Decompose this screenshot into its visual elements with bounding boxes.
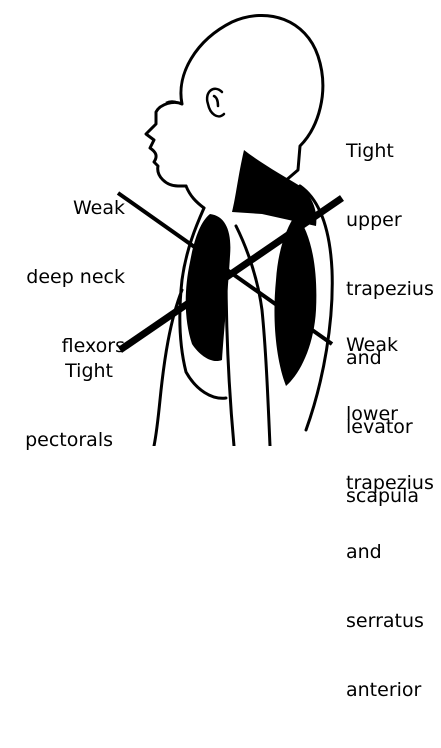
upper-crossed-syndrome-diagram: Weak deep neck flexors Tight upper trape…: [0, 0, 441, 446]
label-line: anterior: [346, 679, 434, 702]
label-line: pectorals: [25, 429, 113, 452]
label-line: lower: [346, 403, 434, 426]
label-line: and: [346, 541, 434, 564]
label-tight-pectorals: Tight pectorals: [25, 314, 113, 498]
label-line: trapezius: [346, 472, 434, 495]
neck-front: [186, 186, 204, 208]
ear: [207, 89, 224, 117]
label-line: deep neck: [26, 266, 125, 289]
label-line: upper: [346, 209, 434, 232]
label-line: Tight: [25, 360, 113, 383]
label-line: Weak: [346, 334, 434, 357]
label-line: serratus: [346, 610, 434, 633]
label-weak-lower-trapezius: Weak lower trapezius and serratus anteri…: [346, 288, 434, 748]
label-line: Weak: [26, 197, 125, 220]
label-line: Tight: [346, 140, 434, 163]
